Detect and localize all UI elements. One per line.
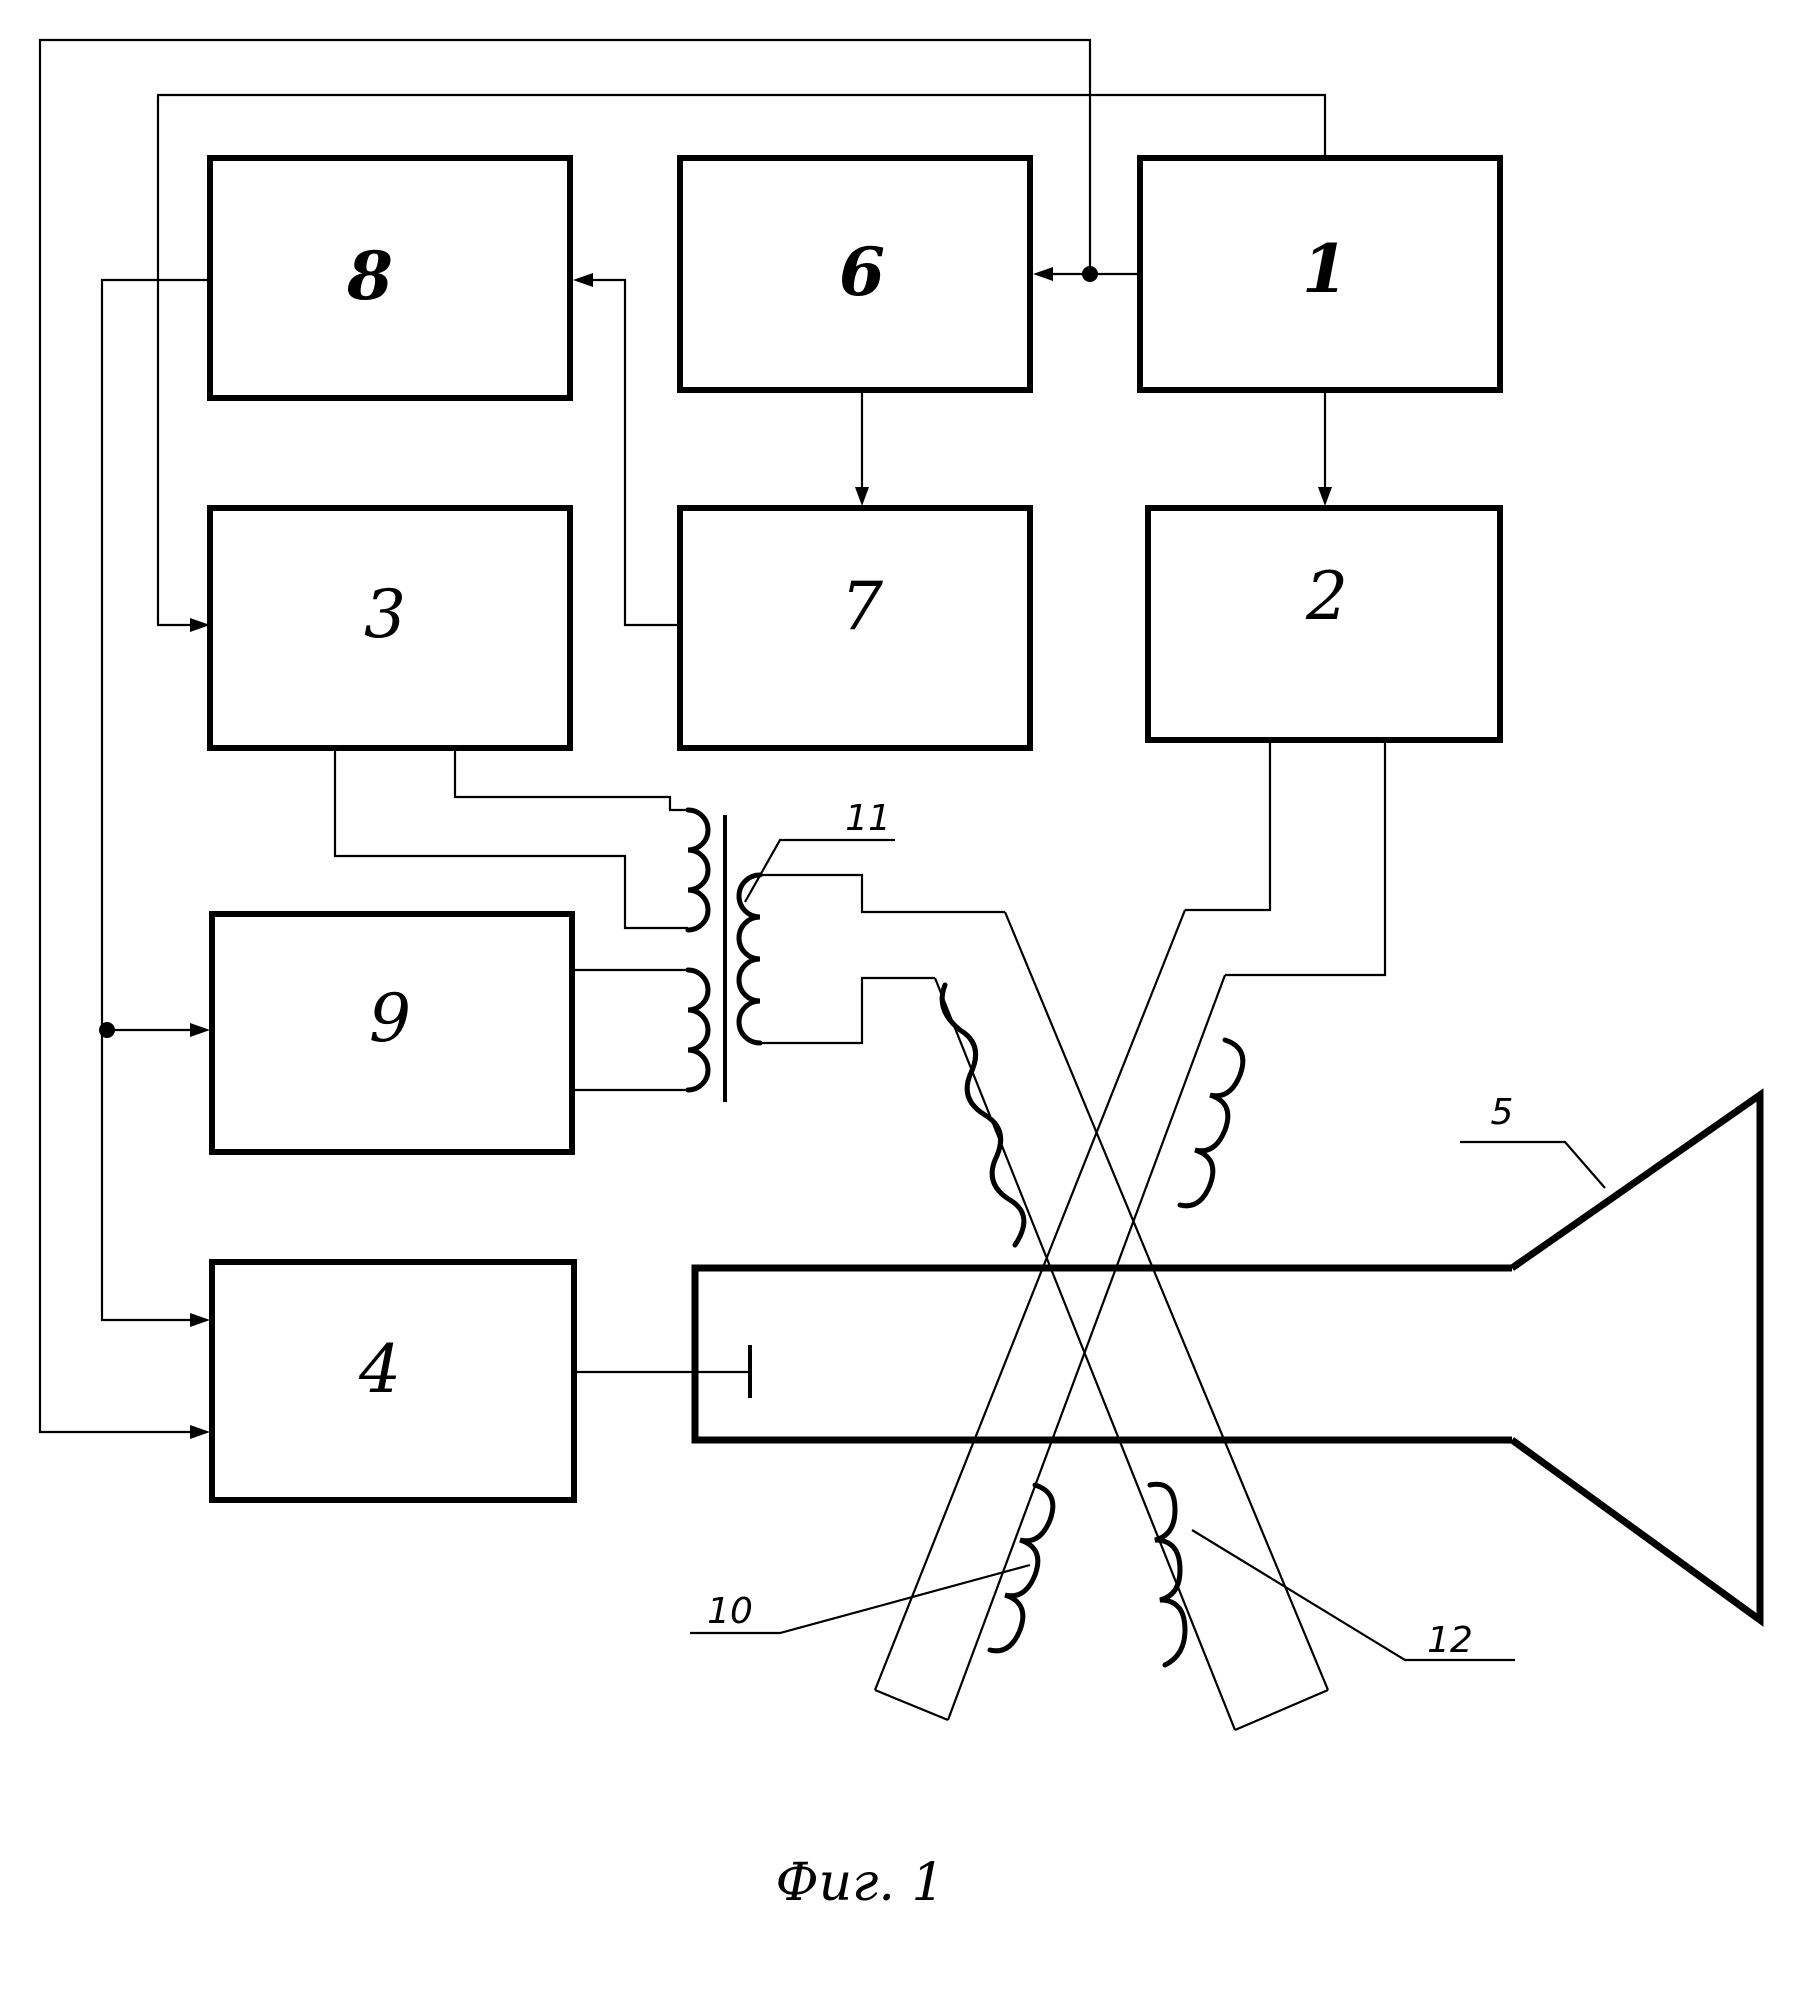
junction-dot-2 <box>99 1022 115 1038</box>
ref-label-10: 10 <box>707 1591 753 1632</box>
block-3: 3 <box>210 508 570 748</box>
block-8: 8 <box>210 158 570 398</box>
leader-lines <box>690 840 1605 1660</box>
block-8-label: 8 <box>346 237 393 315</box>
block-6: 6 <box>680 158 1030 390</box>
junction-dot-1 <box>1082 266 1098 282</box>
crt-tube-5 <box>695 1095 1760 1620</box>
block-3-label: 3 <box>364 576 406 653</box>
block-7-label: 7 <box>841 568 883 645</box>
block-2: 2 <box>1148 508 1500 740</box>
block-6-label: 6 <box>839 233 885 311</box>
ref-label-11: 11 <box>845 798 891 839</box>
block-7: 7 <box>680 508 1030 748</box>
coil-strip-10 <box>875 910 1243 1720</box>
block-9: 9 <box>212 914 572 1152</box>
figure-caption: Фиг. 1 <box>775 1853 944 1913</box>
block-9-label: 9 <box>369 980 411 1057</box>
block-2-label: 2 <box>1305 558 1348 635</box>
ref-label-5: 5 <box>1491 1092 1514 1133</box>
ref-label-12: 12 <box>1427 1620 1473 1661</box>
block-4-label: 4 <box>358 1331 401 1408</box>
block-1-label: 1 <box>1302 230 1348 308</box>
transformer-11 <box>688 810 760 1102</box>
block-1: 1 <box>1140 158 1500 390</box>
block-4: 4 <box>212 1262 574 1500</box>
coil-strip-12 <box>935 912 1328 1730</box>
